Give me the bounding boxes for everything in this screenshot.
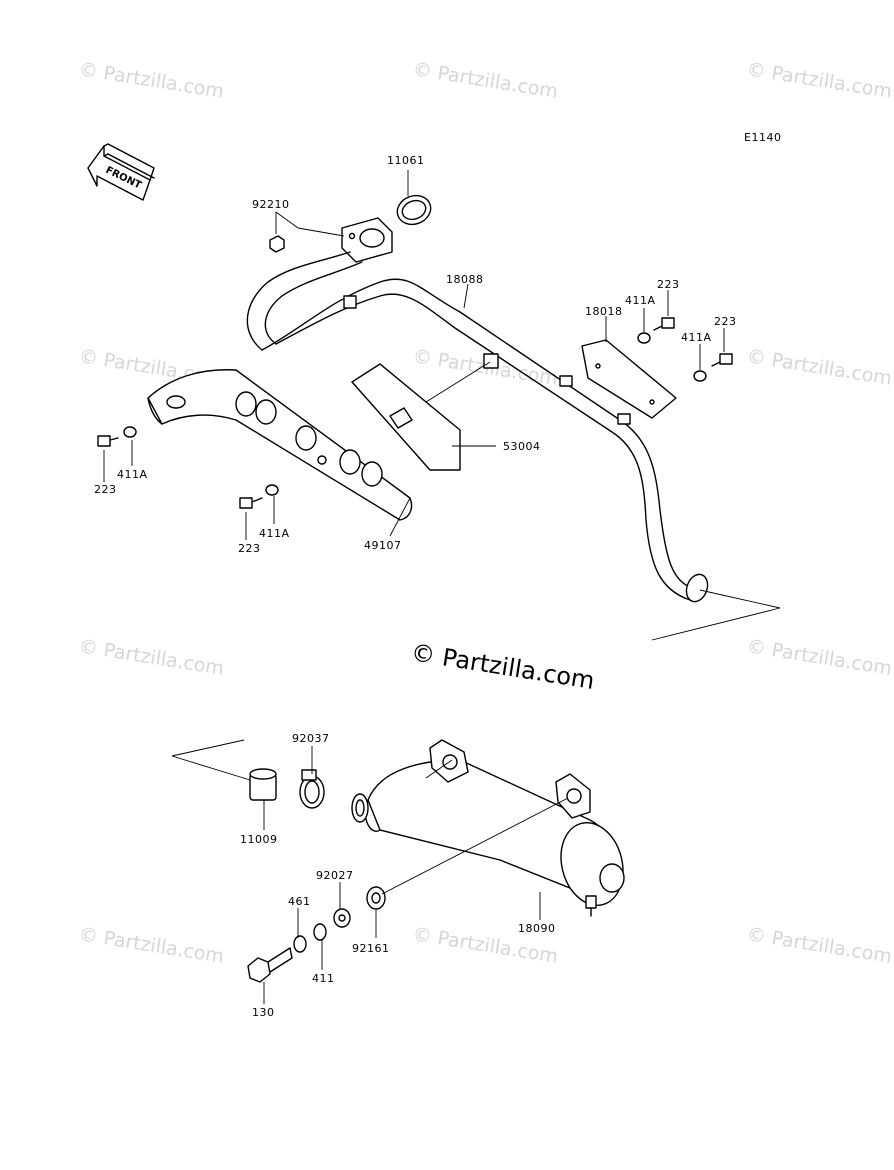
- part-label-11009: 11009: [240, 833, 278, 846]
- part-labels: 11061 92210 18088 18018 223 411A 223 411…: [94, 154, 737, 1019]
- diagram-code: E1140: [744, 131, 781, 144]
- watermark: © Partzilla.com: [77, 58, 225, 103]
- part-label-461: 461: [288, 895, 311, 908]
- watermark: © Partzilla.com: [745, 923, 893, 968]
- heat-shield-49107-drawing: [147, 369, 413, 521]
- part-label-11061: 11061: [387, 154, 425, 167]
- part-label-18088: 18088: [446, 273, 484, 286]
- muffler-18090-drawing: [351, 739, 625, 917]
- clamp-92037-drawing: [299, 769, 325, 809]
- part-label-411: 411: [312, 972, 335, 985]
- part-label-130: 130: [252, 1006, 275, 1019]
- part-label-92037: 92037: [292, 732, 330, 745]
- watermark: © Partzilla.com: [411, 58, 559, 103]
- bracket-18018-drawing: [581, 339, 677, 419]
- part-label-92210: 92210: [252, 198, 290, 211]
- watermark: © Partzilla.com: [745, 58, 893, 103]
- watermark: © Partzilla.com: [77, 923, 225, 968]
- fasteners-lower-drawing: [247, 886, 386, 983]
- part-label-223: 223: [657, 278, 680, 291]
- leader-lines-upper: [103, 170, 781, 641]
- watermark: © Partzilla.com: [77, 635, 225, 680]
- gasket-11061-drawing: [396, 194, 432, 226]
- head-pipe-drawing: [246, 217, 709, 603]
- part-label-223: 223: [94, 483, 117, 496]
- part-label-411a: 411A: [117, 468, 148, 481]
- part-label-18018: 18018: [585, 305, 623, 318]
- watermark: © Partzilla.com: [745, 345, 893, 390]
- nut-92210-drawing: [269, 235, 285, 253]
- watermark: © Partzilla.com: [745, 635, 893, 680]
- part-label-92161: 92161: [352, 942, 390, 955]
- part-label-411a: 411A: [625, 294, 656, 307]
- part-label-49107: 49107: [364, 539, 402, 552]
- part-label-53004: 53004: [503, 440, 541, 453]
- part-label-18090: 18090: [518, 922, 556, 935]
- part-label-411a: 411A: [681, 331, 712, 344]
- front-arrow-icon: FRONT: [87, 143, 155, 201]
- shield-plate-53004-drawing: [351, 363, 461, 471]
- part-label-411a: 411A: [259, 527, 290, 540]
- leader-lines-lower: [171, 739, 569, 1004]
- center-watermark: © Partzilla.com: [409, 638, 596, 695]
- part-label-223: 223: [238, 542, 261, 555]
- gasket-11009-drawing: [249, 768, 277, 801]
- part-label-92027: 92027: [316, 869, 354, 882]
- part-label-223: 223: [714, 315, 737, 328]
- fasteners-upper-drawing: [97, 317, 733, 509]
